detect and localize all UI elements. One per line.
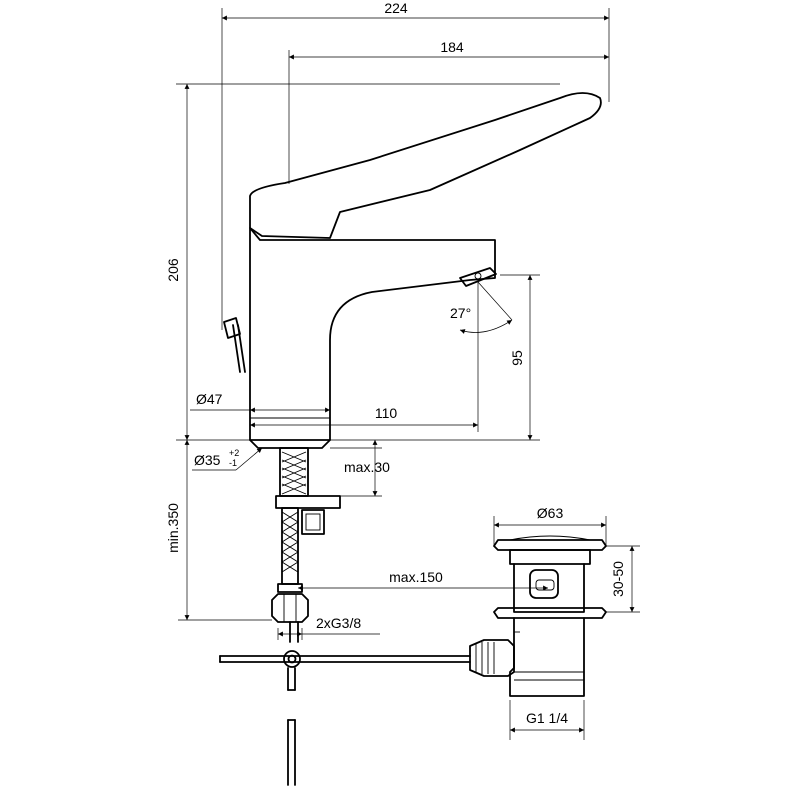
mounting-assembly [271, 447, 341, 643]
aerator [459, 267, 497, 287]
faucet-body [249, 227, 496, 449]
dim-spout-angle: 27° [450, 305, 471, 321]
pop-up-rod [223, 317, 246, 373]
pop-up-waste [469, 535, 607, 697]
dimension-lines [176, 8, 640, 740]
dim-waste-diameter: Ø63 [537, 505, 564, 521]
dim-connections: 2xG3/8 [316, 615, 361, 631]
dim-spout-projection: 110 [375, 405, 398, 421]
dim-max-deck: max.30 [344, 459, 390, 475]
dim-spout-height: 95 [509, 350, 525, 366]
drain-linkage-rod [219, 650, 471, 786]
dim-handle-reach: 184 [440, 39, 464, 55]
dim-overall-height: 206 [165, 258, 181, 282]
dim-waste-thread: G1 1/4 [526, 710, 568, 726]
dim-mounting-hole-tol-lower: -1 [229, 458, 237, 468]
lever-handle [249, 92, 602, 239]
dim-body-diameter: Ø47 [196, 391, 223, 407]
dim-mounting-hole: Ø35 [194, 452, 221, 468]
dim-waste-range: 30-50 [610, 561, 626, 597]
dim-max-rod: max.150 [389, 569, 443, 585]
dim-min-hose: min.350 [165, 503, 181, 553]
dim-overall-width: 224 [384, 0, 408, 16]
dim-mounting-hole-tol-upper: +2 [229, 448, 239, 458]
